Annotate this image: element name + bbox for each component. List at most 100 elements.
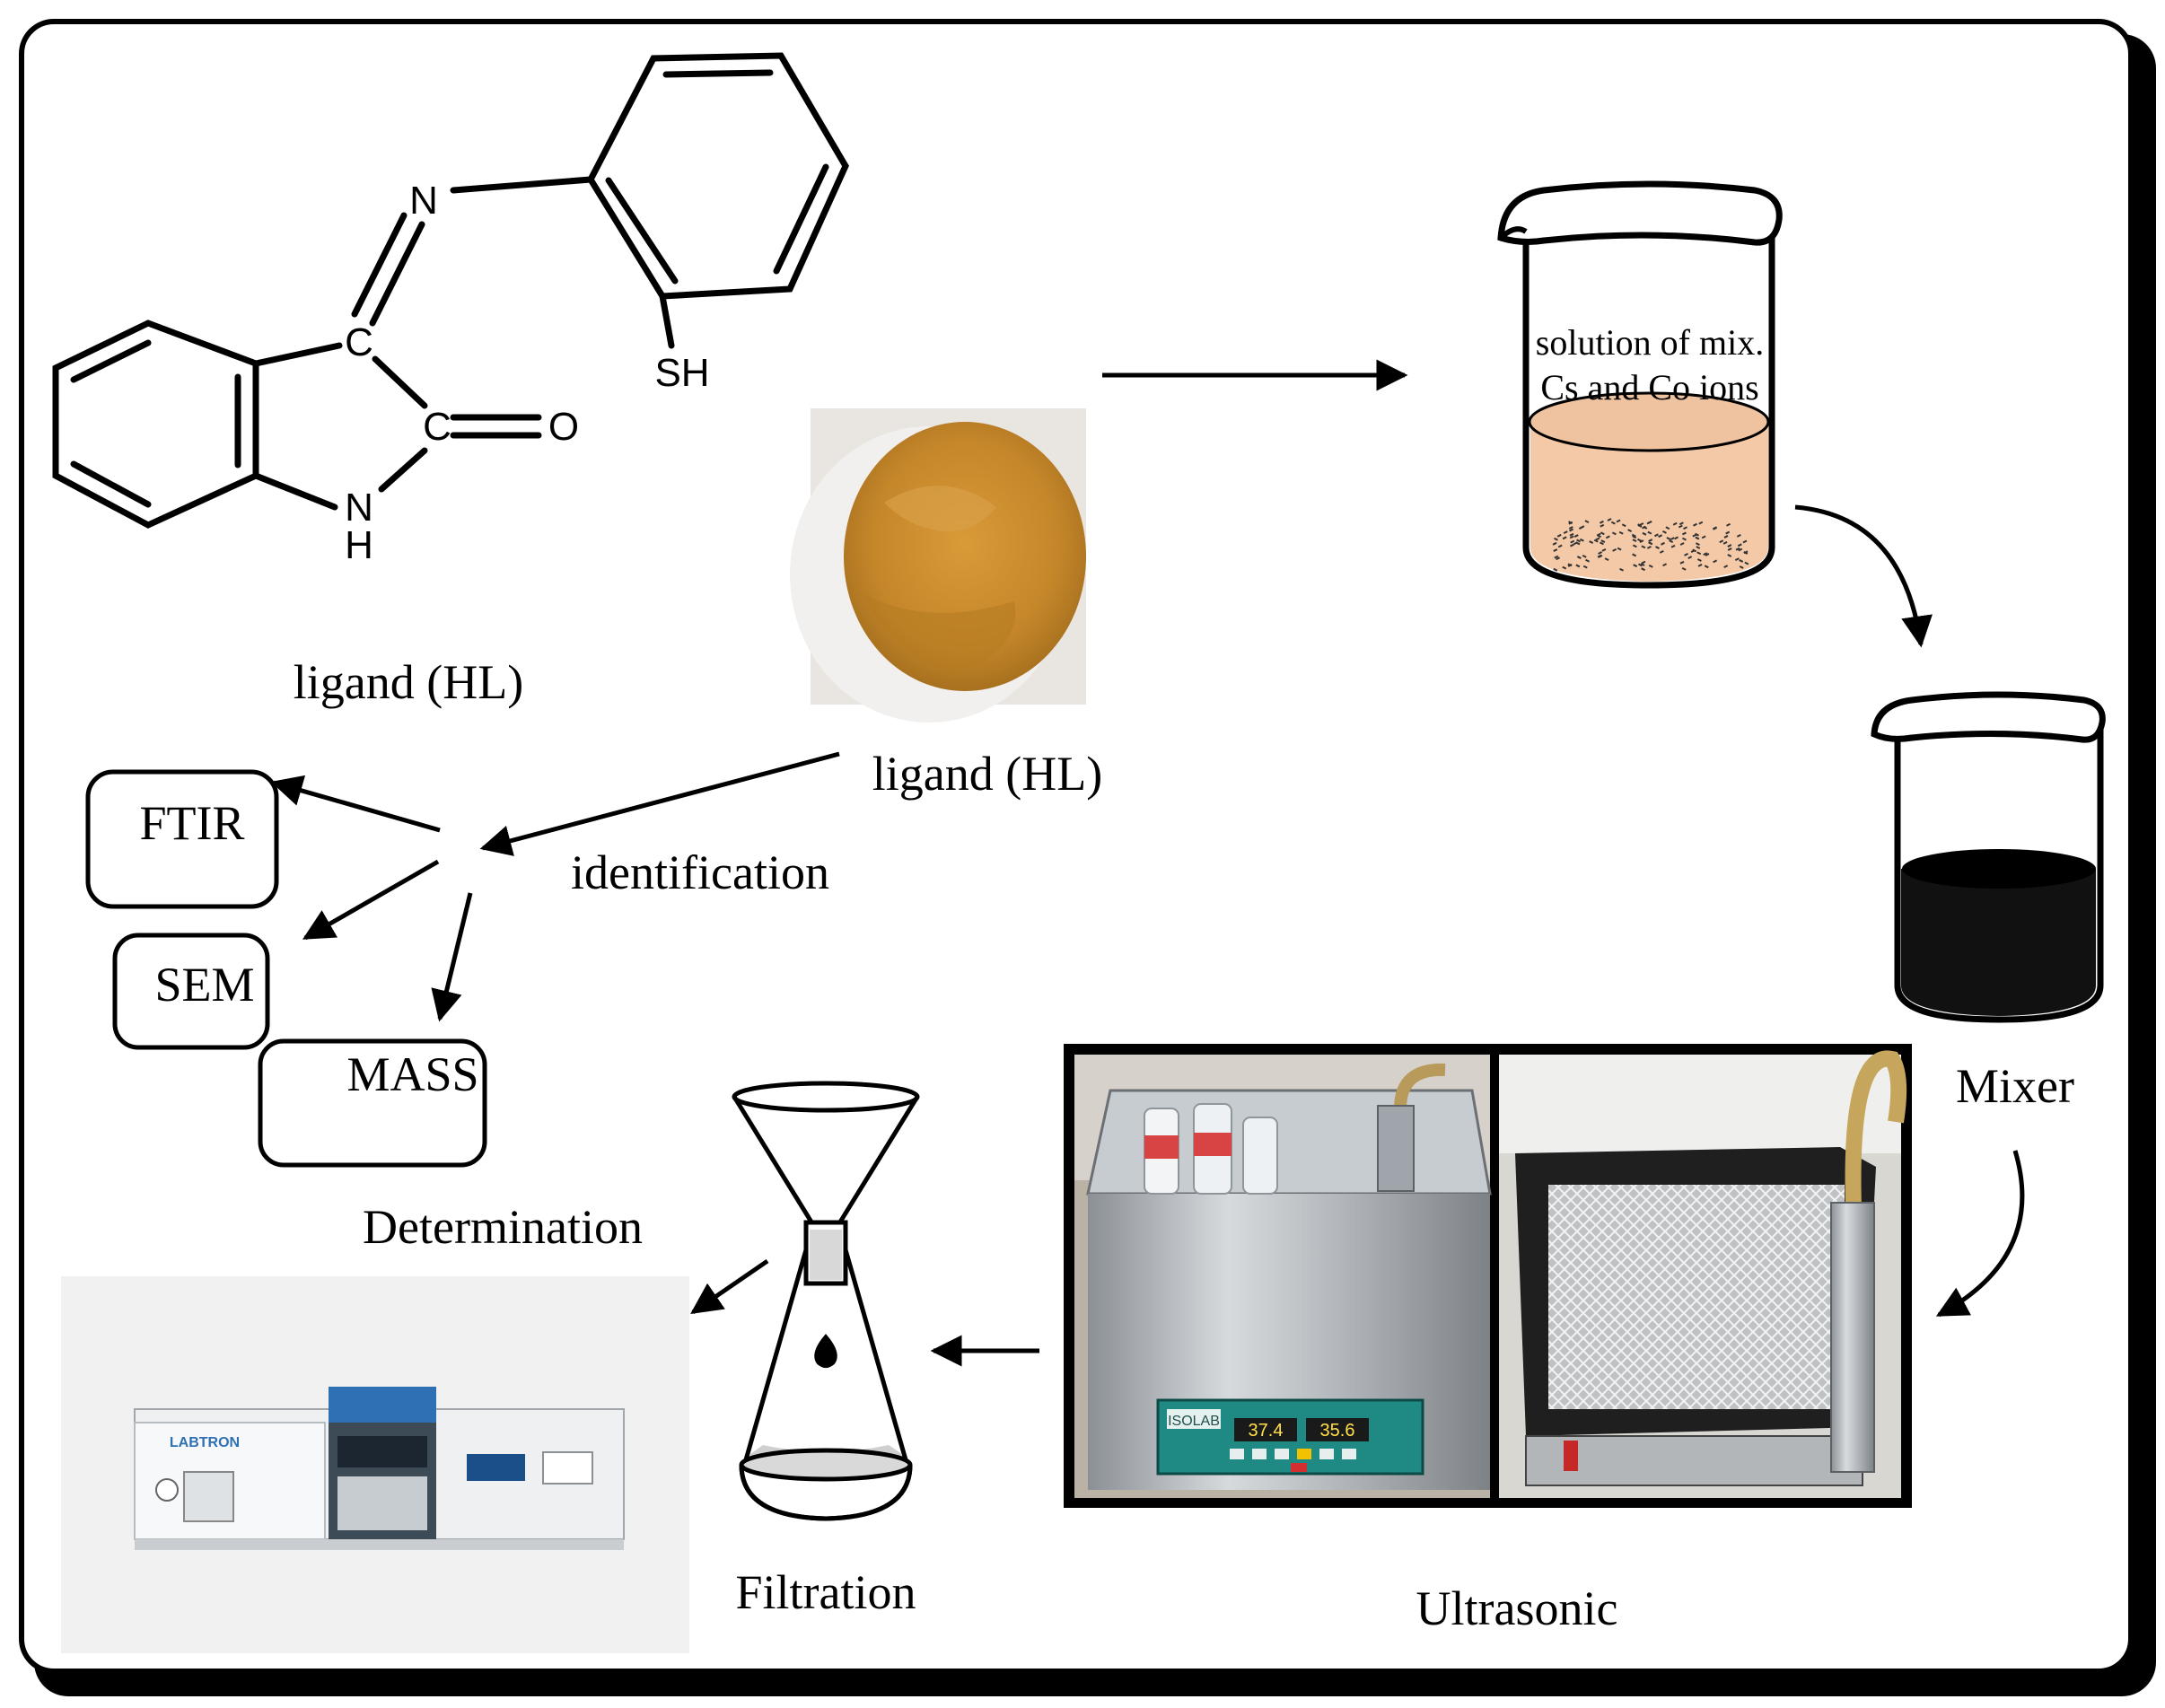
- precipitate-speck: [1601, 547, 1607, 552]
- precipitate-speck: [1611, 531, 1617, 536]
- precipitate-speck: [1579, 538, 1584, 542]
- arrow-to-instrument: [690, 1258, 769, 1315]
- precipitate-speck: [1642, 525, 1646, 530]
- identification-arrows: [270, 751, 840, 1022]
- precipitate-speck: [1696, 551, 1702, 556]
- precipitate-speck: [1666, 537, 1671, 540]
- precipitate-speck: [1600, 539, 1606, 544]
- ftir-label: FTIR: [139, 796, 244, 850]
- precipitate-speck: [1723, 535, 1729, 539]
- precipitate-speck: [1682, 537, 1687, 541]
- precipitate-speck: [1562, 536, 1567, 540]
- precipitate-speck: [1553, 567, 1558, 572]
- precipitate-speck: [1646, 521, 1652, 525]
- ligand-caption: ligand (HL): [294, 655, 523, 709]
- precipitate-speck: [1670, 544, 1676, 548]
- precipitate-speck: [1713, 526, 1717, 530]
- precipitate-speck: [1612, 547, 1617, 552]
- precipitate-speck: [1646, 545, 1652, 549]
- precipitate-speck: [1695, 536, 1700, 540]
- precipitate-speck: [1704, 565, 1709, 569]
- precipitate-speck: [1705, 553, 1710, 556]
- precipitate-speck: [1662, 563, 1668, 567]
- precipitate-speck: [1727, 547, 1732, 551]
- precipitate-speck: [1737, 543, 1742, 547]
- precipitate-speck: [1610, 521, 1616, 525]
- precipitate-speck: [1617, 547, 1622, 551]
- precipitate-speck: [1568, 526, 1573, 530]
- group-sh: SH: [654, 351, 709, 395]
- ultrasonic-label: Ultrasonic: [1416, 1581, 1618, 1635]
- precipitate-speck: [1568, 521, 1573, 525]
- precipitate-speck: [1570, 543, 1574, 547]
- instrument-photo: LABTRON: [61, 1276, 689, 1653]
- precipitate-speck: [1696, 558, 1702, 562]
- precipitate-speck: [1661, 541, 1665, 546]
- sem-label: SEM: [154, 958, 254, 1012]
- precipitate-speck: [1573, 534, 1579, 538]
- atom-nh-h: H: [345, 523, 373, 567]
- precipitate-speck: [1692, 533, 1697, 538]
- precipitate-speck: [1669, 539, 1674, 543]
- precipitate-speck: [1633, 564, 1638, 568]
- precipitate-speck: [1639, 539, 1644, 544]
- precipitate-speck: [1665, 526, 1670, 530]
- precipitate-speck: [1713, 559, 1718, 564]
- atom-c-carbonyl: C: [423, 405, 451, 449]
- precipitate-speck: [1589, 540, 1594, 544]
- precipitate-speck: [1681, 566, 1687, 571]
- precipitate-speck: [1575, 564, 1581, 568]
- precipitate-speck: [1616, 519, 1621, 523]
- precipitate-speck: [1563, 530, 1568, 535]
- precipitate-speck: [1585, 558, 1591, 563]
- precipitate-speck: [1598, 551, 1602, 555]
- precipitate-speck: [1701, 535, 1706, 539]
- precipitate-speck: [1695, 542, 1700, 546]
- precipitate-speck: [1584, 520, 1590, 524]
- precipitate-speck: [1723, 565, 1729, 569]
- precipitate-speck: [1595, 537, 1600, 541]
- ftir-box: [85, 769, 279, 909]
- precipitate-speck: [1554, 537, 1558, 541]
- precipitate-speck: [1569, 532, 1574, 537]
- filtration-label: Filtration: [736, 1565, 916, 1619]
- precipitate-speck: [1683, 526, 1687, 530]
- precipitate-speck: [1726, 522, 1731, 527]
- precipitate-speck: [1654, 533, 1659, 538]
- precipitate-speck: [1742, 539, 1748, 544]
- instrument-brand: LABTRON: [170, 1435, 240, 1450]
- precipitate-speck: [1682, 531, 1687, 536]
- mixer-label: Mixer: [1956, 1059, 2074, 1113]
- precipitate-speck: [1698, 521, 1704, 525]
- precipitate-speck: [1739, 559, 1744, 563]
- precipitate-speck: [1632, 535, 1637, 539]
- arrow-to-mixer: [1794, 504, 1933, 648]
- beaker-label-line2: Cs and Co ions: [1540, 367, 1758, 407]
- precipitate-speck: [1640, 563, 1645, 566]
- precipitate-speck: [1648, 541, 1653, 546]
- precipitate-speck: [1672, 521, 1678, 526]
- precipitate-speck: [1727, 544, 1732, 547]
- precipitate-speck: [1632, 544, 1637, 548]
- precipitate-speck: [1631, 533, 1636, 538]
- bath-display-2: 35.6: [1320, 1421, 1355, 1441]
- precipitate-dots: [1552, 518, 1749, 572]
- precipitate-speck: [1569, 535, 1574, 539]
- precipitate-speck: [1687, 556, 1693, 560]
- precipitate-speck: [1562, 565, 1567, 570]
- precipitate-speck: [1648, 539, 1653, 542]
- sem-box: [112, 933, 270, 1050]
- precipitate-speck: [1637, 523, 1643, 528]
- precipitate-speck: [1553, 548, 1558, 552]
- mass-label: MASS: [346, 1047, 478, 1101]
- precipitate-speck: [1684, 553, 1688, 556]
- precipitate-speck: [1696, 546, 1701, 549]
- precipitate-speck: [1593, 539, 1599, 543]
- precipitate-speck: [1658, 534, 1663, 539]
- precipitate-speck: [1727, 554, 1732, 557]
- precipitate-speck: [1659, 549, 1664, 554]
- mixer-beaker: [1871, 691, 2106, 1023]
- precipitate-speck: [1576, 556, 1582, 559]
- atom-c-imine: C: [345, 320, 373, 364]
- precipitate-speck: [1607, 518, 1612, 521]
